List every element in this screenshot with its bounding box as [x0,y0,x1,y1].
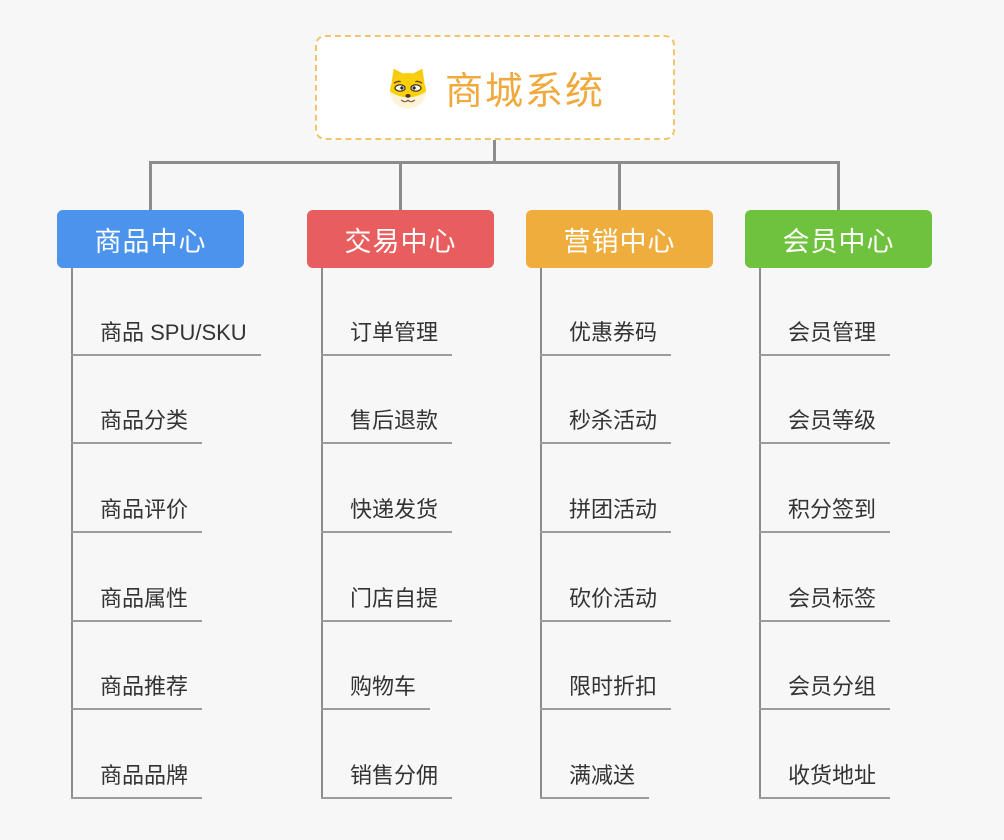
branch-node-member-center[interactable]: 会员中心 [745,210,932,268]
branch-label: 交易中心 [344,226,457,257]
leaf-node[interactable]: 满减送 [540,762,650,799]
leaf-node[interactable]: 优惠券码 [540,319,672,356]
leaf-node[interactable]: 商品评价 [71,496,203,533]
branch-label: 营销中心 [563,226,676,257]
branch-node-marketing-center[interactable]: 营销中心 [526,210,713,268]
leaf-node[interactable]: 限时折扣 [540,673,672,710]
leaf-node[interactable]: 商品分类 [71,407,203,444]
connector-branch-vline [759,268,761,799]
leaf-node[interactable]: 门店自提 [321,585,453,622]
root-node-mall-system[interactable]: 商城系统 [315,35,675,140]
connector-drop [399,163,402,210]
connector-drop [837,163,840,210]
leaf-node[interactable]: 会员等级 [759,407,891,444]
connector-drop [618,163,621,210]
leaf-node[interactable]: 销售分佣 [321,762,453,799]
leaf-node[interactable]: 砍价活动 [540,585,672,622]
connector-branch-vline [321,268,323,799]
leaf-node[interactable]: 收货地址 [759,762,891,799]
leaf-node[interactable]: 拼团活动 [540,496,672,533]
root-node-label: 商城系统 [444,71,605,113]
leaf-node[interactable]: 会员分组 [759,673,891,710]
connector-horizontal [149,161,840,164]
leaf-node[interactable]: 商品属性 [71,585,203,622]
branch-label: 会员中心 [782,226,895,257]
branch-node-trade-center[interactable]: 交易中心 [307,210,494,268]
connector-root-stub [493,140,496,163]
connector-drop [149,163,152,210]
leaf-node[interactable]: 订单管理 [321,319,453,356]
connector-branch-vline [71,268,73,799]
branch-node-product-center[interactable]: 商品中心 [57,210,244,268]
leaf-node[interactable]: 商品 SPU/SKU [71,319,261,356]
leaf-node[interactable]: 会员管理 [759,319,891,356]
dog-face-icon [385,66,431,110]
connector-branch-vline [540,268,542,799]
leaf-node[interactable]: 秒杀活动 [540,407,672,444]
branch-label: 商品中心 [94,226,207,257]
leaf-node[interactable]: 商品品牌 [71,762,203,799]
leaf-node[interactable]: 快递发货 [321,496,453,533]
leaf-node[interactable]: 购物车 [321,673,431,710]
leaf-node[interactable]: 会员标签 [759,585,891,622]
leaf-node[interactable]: 商品推荐 [71,673,203,710]
leaf-node[interactable]: 积分签到 [759,496,891,533]
leaf-node[interactable]: 售后退款 [321,407,453,444]
